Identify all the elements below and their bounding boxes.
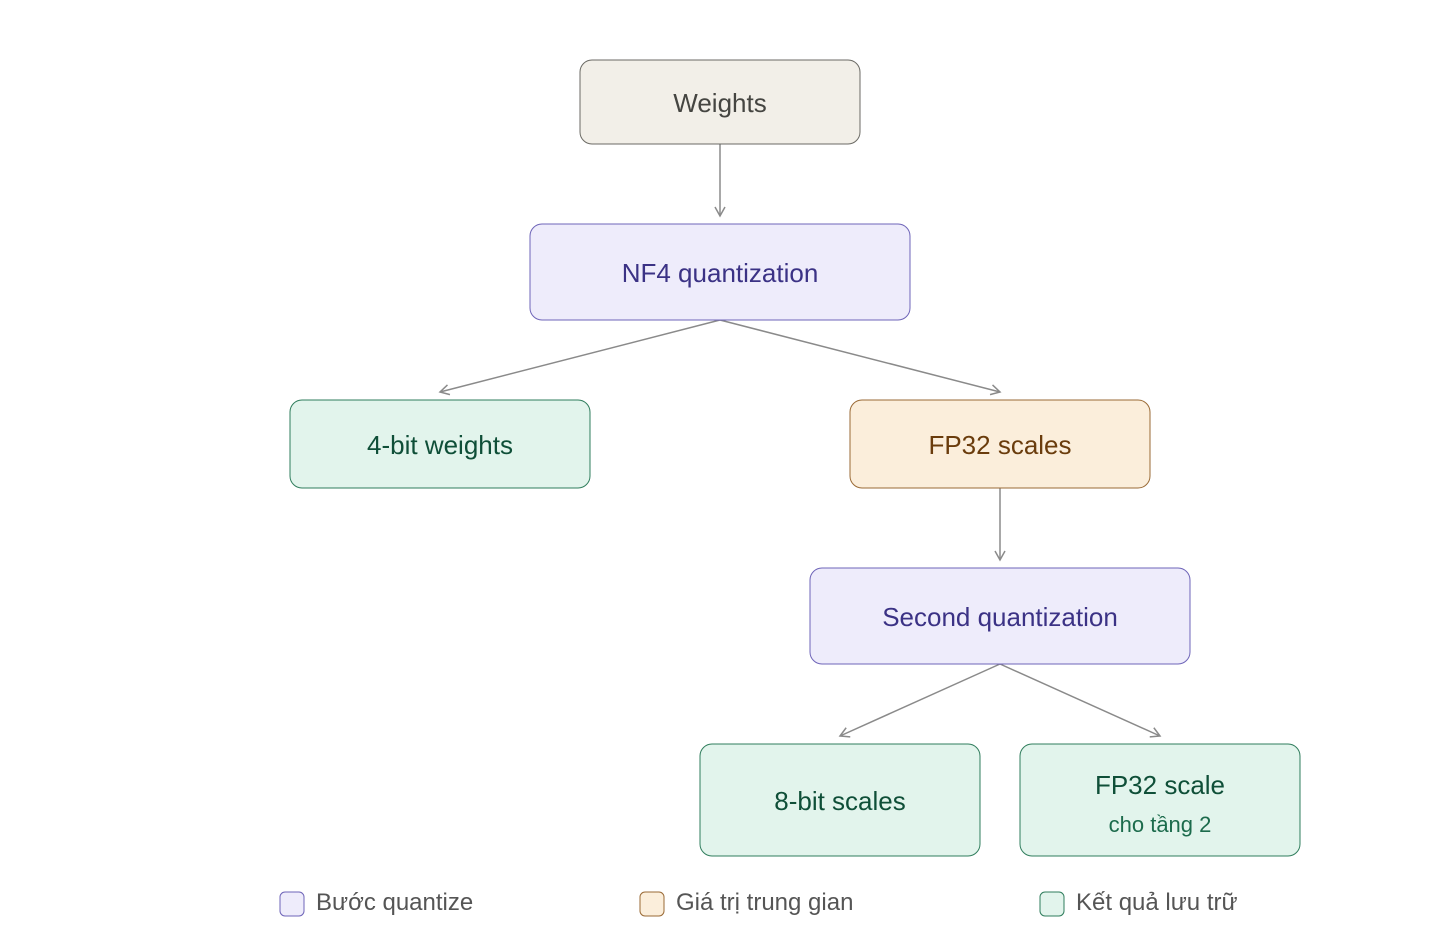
legend-item-result: Kết quả lưu trữ: [1039, 889, 1238, 917]
node-nf4-box: [529, 223, 911, 321]
legend-item-step: Bước quantize: [279, 889, 473, 917]
node-fp32-scale-level2-sublabel: cho tầng 2: [1109, 812, 1212, 837]
legend-swatch-result: [1039, 891, 1065, 917]
node-fp32-scale-level2-label: FP32 scale: [1095, 770, 1225, 800]
node-fp32-scale-level2: FP32 scale cho tầng 2: [1019, 743, 1301, 857]
legend-swatch-intermediate: [639, 891, 665, 917]
node-second-quantization: Second quantization: [809, 567, 1191, 665]
edge-second-quantization-to-fp32-scale: [999, 663, 1162, 738]
node-fp32-scales: FP32 scales: [849, 399, 1151, 489]
node-weights: Weights: [579, 59, 861, 145]
node-8bit-scales-label: 8-bit scales: [774, 786, 906, 816]
node-fp32-scales-label: FP32 scales: [928, 430, 1071, 460]
node-4bit-weights-box: [289, 399, 591, 489]
legend-item-intermediate: Giá trị trung gian: [639, 889, 853, 917]
legend: Bước quantize Giá trị trung gian Kết quả…: [279, 889, 1238, 917]
node-weights-label: Weights: [673, 88, 766, 118]
node-nf4-label: NF4 quantization: [622, 258, 819, 288]
node-fp32-scale-level2-box: [1019, 743, 1301, 857]
node-4bit-weights-label: 4-bit weights: [367, 430, 513, 460]
legend-label-intermediate: Giá trị trung gian: [676, 889, 853, 916]
node-fp32-scales-box: [849, 399, 1151, 489]
legend-swatch-step: [279, 891, 305, 917]
node-4bit-weights: 4-bit weights: [289, 399, 591, 489]
node-second-quantization-label: Second quantization: [882, 602, 1118, 632]
node-8bit-scales: 8-bit scales: [699, 743, 981, 857]
legend-label-result: Kết quả lưu trữ: [1076, 889, 1238, 916]
legend-label-step: Bước quantize: [316, 889, 473, 916]
edge-second-quantization-to-8bit-scales: [838, 663, 1001, 738]
node-nf4-quantization: NF4 quantization: [529, 223, 911, 321]
node-weights-box: [579, 59, 861, 145]
edge-nf4-to-4bit-weights: [438, 319, 721, 396]
node-8bit-scales-box: [699, 743, 981, 857]
edge-nf4-to-fp32-scales: [719, 319, 1002, 396]
node-second-quantization-box: [809, 567, 1191, 665]
